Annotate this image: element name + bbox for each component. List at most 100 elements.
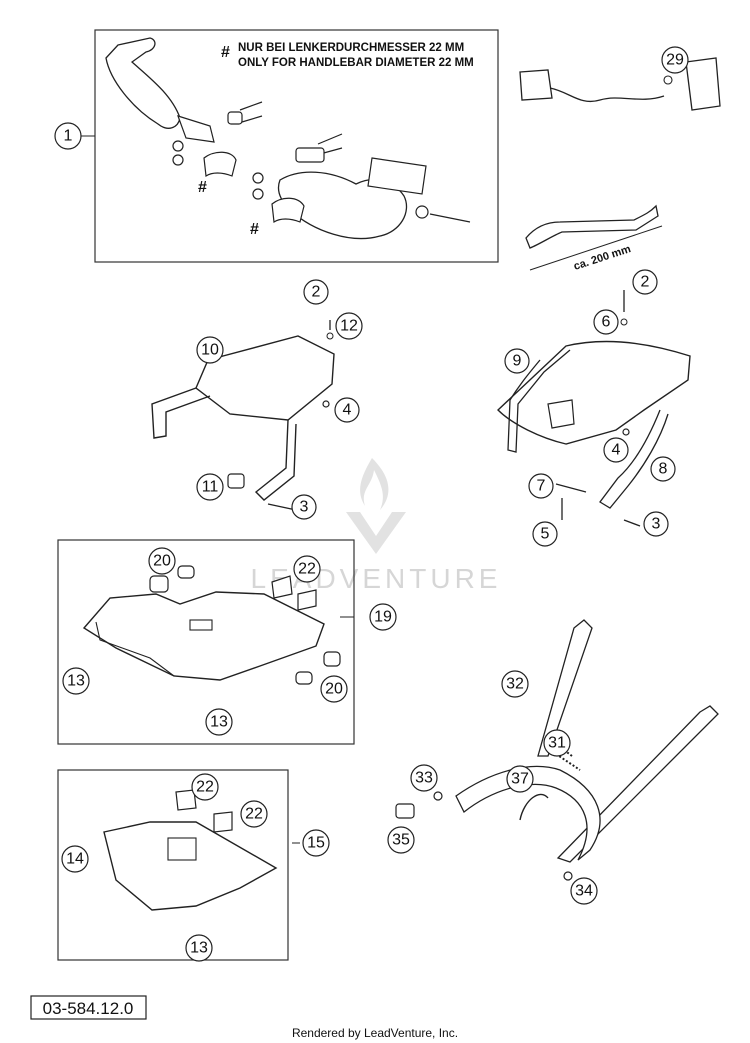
svg-text:1: 1 [64, 128, 73, 145]
svg-text:9: 9 [513, 353, 522, 370]
skid-plate-kit-box [57, 539, 355, 745]
dimension-label: ca. 200 mm [572, 243, 632, 273]
svg-text:6: 6 [602, 314, 611, 331]
svg-text:13: 13 [210, 714, 228, 731]
svg-text:14: 14 [66, 851, 84, 868]
skid-plate-19-slot [189, 619, 213, 631]
svg-text:3: 3 [652, 516, 661, 533]
callout-11: 11 [196, 473, 224, 501]
callout-22b: 22 [191, 773, 219, 801]
callout-6: 6 [593, 309, 619, 335]
rear-light-housing [685, 57, 721, 111]
fender-bracket [547, 399, 575, 429]
rod-group: ca. 200 mm [525, 204, 663, 273]
handguard-left-bolts [172, 101, 263, 178]
callout-14: 14 [61, 845, 89, 873]
rubber-buffer-20a [149, 575, 169, 593]
skid-plate-small-kit-box [57, 769, 289, 961]
callout-22a: 22 [293, 555, 321, 583]
washer-12 [326, 332, 334, 340]
bolt-3-left [267, 503, 297, 511]
svg-text:2: 2 [312, 284, 321, 301]
svg-text:29: 29 [666, 52, 684, 69]
svg-text:7: 7 [537, 478, 546, 495]
skid-plate-15-panel [167, 837, 197, 861]
callouts: 1 29 2 12 10 4 11 3 2 6 9 4 8 7 5 3 20 2… [54, 46, 689, 962]
svg-text:13: 13 [67, 673, 85, 690]
watermark-flame-icon [360, 458, 389, 510]
svg-text:19: 19 [374, 609, 392, 626]
skid-plate-19 [82, 591, 325, 681]
callout-7: 7 [528, 473, 554, 499]
rear-fender [496, 340, 691, 445]
handguard-left-bracket [177, 115, 215, 143]
callout-20b: 20 [320, 675, 348, 703]
hash-marker-2: # [250, 221, 259, 238]
callout-4b: 4 [603, 437, 629, 463]
dimension-line [529, 225, 663, 271]
washer-6 [620, 318, 628, 326]
callout-33: 33 [410, 764, 438, 792]
mounting-clamps-22 [271, 575, 317, 611]
callout-13b: 13 [205, 708, 233, 736]
connector-plug [519, 69, 553, 101]
svg-text:22: 22 [196, 779, 214, 796]
watermark: LEADVENTURE [251, 458, 497, 594]
hash-marker-1: # [198, 179, 207, 196]
luggage-rack-group [151, 320, 335, 511]
nut-34 [563, 871, 573, 881]
center-stand-group [395, 619, 719, 881]
svg-text:22: 22 [245, 806, 263, 823]
svg-text:32: 32 [506, 676, 524, 693]
svg-text:37: 37 [511, 771, 529, 788]
note-line-de: NUR BEI LENKERDURCHMESSER 22 MM [238, 42, 464, 54]
callout-13c: 13 [185, 934, 213, 962]
callout-29: 29 [661, 46, 689, 74]
callout-2b: 2 [632, 269, 658, 295]
callout-32: 32 [501, 670, 529, 698]
luggage-rack-leg-left [151, 387, 211, 439]
callout-1: 1 [54, 122, 82, 150]
stop-bracket-37 [519, 793, 549, 821]
svg-text:15: 15 [307, 835, 325, 852]
callout-22c: 22 [240, 800, 268, 828]
nut-4-left [322, 400, 330, 408]
callout-35: 35 [387, 826, 415, 854]
callout-19: 19 [369, 603, 397, 631]
rubber-buffer-20b [177, 565, 195, 579]
handguard-left [105, 37, 181, 129]
rubber-buffer-20d [323, 651, 341, 667]
rear-fender-group [496, 290, 691, 527]
callout-13a: 13 [62, 667, 90, 695]
handguard-kit-box [94, 29, 499, 263]
svg-text:22: 22 [298, 561, 316, 578]
bolt-3-right [623, 519, 641, 527]
handguard-right-bolts [252, 133, 471, 224]
svg-text:13: 13 [190, 940, 208, 957]
nut-33 [433, 791, 443, 801]
footer-credit: Rendered by LeadVenture, Inc. [292, 1026, 458, 1040]
drawing-code-box [30, 995, 147, 1020]
bracket-7 [555, 483, 587, 493]
skid-plate-15 [103, 821, 278, 911]
svg-text:10: 10 [201, 342, 219, 359]
mount-eyelet [663, 75, 673, 85]
callout-3a: 3 [291, 494, 317, 520]
svg-text:5: 5 [541, 526, 550, 543]
spacer-bushing [227, 473, 245, 489]
callout-8: 8 [650, 456, 676, 482]
callout-15: 15 [302, 829, 330, 857]
callout-34: 34 [570, 877, 598, 905]
handguard-kit-group: # NUR BEI LENKERDURCHMESSER 22 MM ONLY F… [81, 29, 499, 263]
skid-plate-small-kit-group [57, 769, 300, 961]
support-rod [525, 204, 659, 249]
svg-text:20: 20 [153, 553, 171, 570]
callout-37: 37 [506, 765, 534, 793]
svg-text:35: 35 [392, 832, 410, 849]
rubber-buffer-20c [295, 671, 313, 685]
callout-5: 5 [532, 521, 558, 547]
note-line-en: ONLY FOR HANDLEBAR DIAMETER 22 MM [238, 57, 474, 69]
drawing-code: 03-584.12.0 [43, 999, 134, 1018]
skid-plate-kit-group [57, 539, 355, 745]
